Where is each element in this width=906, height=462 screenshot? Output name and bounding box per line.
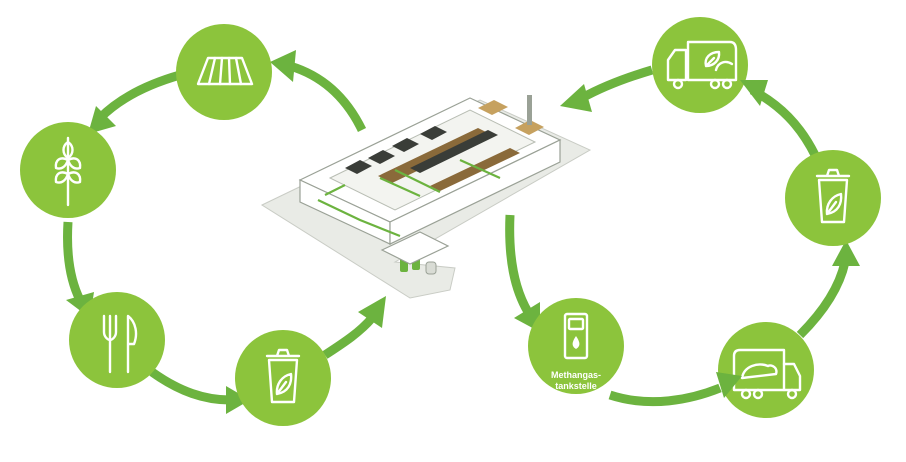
plant-storage-2	[515, 120, 544, 135]
plant-bunker-2	[368, 150, 395, 164]
node-organic-bin-right	[785, 150, 881, 246]
arrow-head-deliverytruck	[716, 372, 742, 398]
node-methane-pump: Methangas- tankstelle	[528, 298, 624, 394]
plant-tank-3	[425, 261, 437, 275]
node-collection-truck	[652, 17, 748, 113]
left-cycle-arrows	[63, 50, 386, 414]
node-delivery-truck-circle	[718, 322, 814, 418]
arrow-plant-to-pump	[505, 214, 532, 315]
arrow-grain-to-cutlery	[63, 221, 85, 303]
node-methane-pump-label-line2: tankstelle	[555, 381, 597, 391]
plant-compost-row-1	[378, 128, 492, 183]
plant-compost-row-2	[410, 130, 498, 173]
node-field	[176, 24, 272, 120]
arrow-pump-to-deliverytruck	[608, 383, 722, 407]
arrow-cutlery-to-bin	[149, 368, 231, 405]
arrow-head-bin	[226, 386, 250, 414]
plant-annex-roof	[380, 231, 450, 265]
collection-truck-icon	[666, 40, 738, 90]
node-delivery-truck	[718, 322, 814, 418]
methane-pump-icon	[563, 312, 589, 360]
arrow-head-plant-right	[560, 84, 592, 112]
node-field-circle	[176, 24, 272, 120]
organic-bin-icon	[815, 168, 851, 224]
node-cutlery-circle	[69, 292, 165, 388]
plant-bunker-1	[345, 160, 372, 174]
arrow-deliverytruck-to-bin	[796, 260, 850, 339]
plant-compost-row-3	[430, 148, 520, 191]
plant-pipes	[317, 158, 501, 238]
node-organic-bin-left	[235, 330, 331, 426]
node-methane-pump-label-line1: Methangas-	[551, 370, 601, 380]
arrow-head-truck	[740, 80, 768, 106]
arrow-head-bin-right	[832, 240, 860, 266]
plant-bunker-4	[420, 126, 447, 140]
node-collection-truck-circle	[652, 17, 748, 113]
node-grain	[20, 122, 116, 218]
plant-building-side	[389, 139, 561, 245]
field-icon	[196, 56, 254, 86]
plant-bunker-3	[392, 138, 419, 152]
cutlery-icon	[102, 314, 138, 374]
grain-icon	[54, 136, 82, 207]
plant-storage-1	[478, 100, 508, 115]
plant-chimney	[527, 95, 532, 125]
node-cutlery	[69, 292, 165, 388]
biogas-plant-icon	[260, 95, 592, 299]
arrow-bin-to-plant	[322, 315, 376, 359]
arrow-head-grain	[88, 106, 116, 134]
arrow-head-field	[270, 50, 296, 82]
arrow-truck-to-plant	[579, 65, 654, 102]
arrow-head-plant-left	[358, 296, 386, 328]
organic-bin-icon	[265, 348, 301, 404]
arrow-plant-to-field	[288, 61, 367, 132]
delivery-truck-icon	[732, 348, 802, 400]
arrow-field-to-grain	[96, 70, 182, 122]
